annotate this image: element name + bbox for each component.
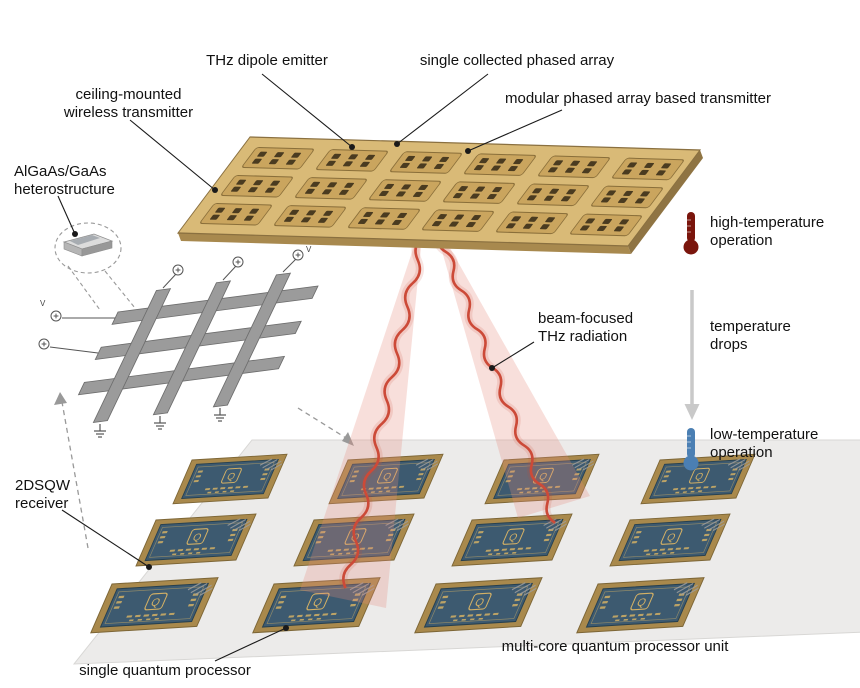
- label-multicore-unit: multi-core quantum processor unit: [501, 638, 729, 655]
- label-2dsqw-receiver: 2DSQW receiver: [15, 477, 71, 513]
- down-arrow-icon: [684, 290, 700, 420]
- label-heterostructure: AlGaAs/GaAs heterostructure: [14, 163, 115, 199]
- crossbar-structure: V V: [38, 245, 319, 438]
- leader-dots: [72, 141, 495, 631]
- label-ceiling-mounted-transmitter: ceiling-mounted wireless transmitter: [63, 86, 194, 122]
- label-low-temperature: low-temperature operation: [710, 426, 819, 462]
- label-beam-focused-radiation: beam-focused THz radiation: [538, 310, 634, 346]
- zoom-arrow-up-head: [54, 392, 67, 405]
- zoom-arrow-down-head: [342, 432, 354, 446]
- thermometer-hot-icon: [683, 211, 699, 255]
- leader-lines: [57, 73, 563, 662]
- terminal-v-label: V: [40, 299, 46, 308]
- label-temperature-drops: temperature drops: [710, 318, 791, 354]
- thz-beams: [300, 212, 590, 608]
- label-high-temperature: high-temperature operation: [710, 214, 825, 250]
- zoom-arrow-up: [61, 401, 89, 549]
- zoom-arrow-down: [297, 407, 347, 439]
- beam-cone-right: [432, 216, 590, 518]
- circuit-wires: [49, 258, 297, 354]
- transmitter-panel-side-front: [178, 233, 631, 254]
- label-modular-transmitter: modular phased array based transmitter: [505, 90, 771, 107]
- terminal-v-label: V: [306, 245, 312, 254]
- label-single-quantum-processor: single quantum processor: [79, 662, 251, 679]
- label-single-collected-phased-array: single collected phased array: [419, 52, 615, 69]
- transmitter-panel: [176, 136, 702, 247]
- heterostructure-inset: [54, 222, 136, 311]
- beam-cone-left: [300, 216, 424, 608]
- label-thz-dipole-emitter: THz dipole emitter: [206, 52, 328, 69]
- transmitter-panel-side-right: [628, 150, 703, 254]
